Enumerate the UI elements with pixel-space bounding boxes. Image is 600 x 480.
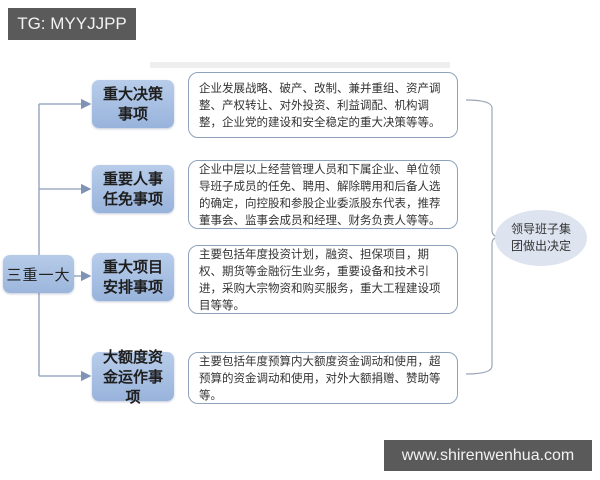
- category-major-decisions: 重大决策事项: [92, 80, 174, 128]
- category-major-projects: 重大项目安排事项: [92, 253, 174, 301]
- description-major-decisions: 企业发展战略、破产、改制、兼并重组、资产调整、产权转让、对外投资、利益调配、机构…: [188, 72, 458, 138]
- description-text: 企业发展战略、破产、改制、兼并重组、资产调整、产权转让、对外投资、利益调配、机构…: [199, 80, 441, 129]
- category-large-funds: 大额度资金运作事项: [92, 348, 174, 406]
- description-text: 企业中层以上经营管理人员和下属企业、单位领导班子成员的任免、聘用、解除聘用和后备…: [199, 161, 441, 227]
- watermark-bottom-right: www.shirenwenhua.com: [384, 440, 592, 471]
- description-text: 主要包括年度预算内大额度资金调动和使用，超预算的资金调动和使用，对外大额捐赠、赞…: [199, 353, 441, 402]
- watermark-top-left: TG: MYYJJPP: [8, 8, 136, 40]
- category-personnel-appointments: 重要人事任免事项: [92, 165, 174, 213]
- top-band: [150, 62, 450, 68]
- root-node-three-important-one-large: 三重一大: [3, 255, 74, 293]
- description-large-funds: 主要包括年度预算内大额度资金调动和使用，超预算的资金调动和使用，对外大额捐赠、赞…: [188, 352, 458, 404]
- description-major-projects: 主要包括年度投资计划，融资、担保项目，期权、期货等金融衍生业务，重要设备和技术引…: [188, 245, 458, 314]
- description-text: 主要包括年度投资计划，融资、担保项目，期权、期货等金融衍生业务，重要设备和技术引…: [199, 246, 441, 312]
- decision-text: 领导班子集团做出决定: [511, 222, 572, 253]
- decision-node-leadership-collective: 领导班子集团做出决定: [495, 210, 587, 266]
- description-personnel-appointments: 企业中层以上经营管理人员和下属企业、单位领导班子成员的任免、聘用、解除聘用和后备…: [188, 160, 458, 229]
